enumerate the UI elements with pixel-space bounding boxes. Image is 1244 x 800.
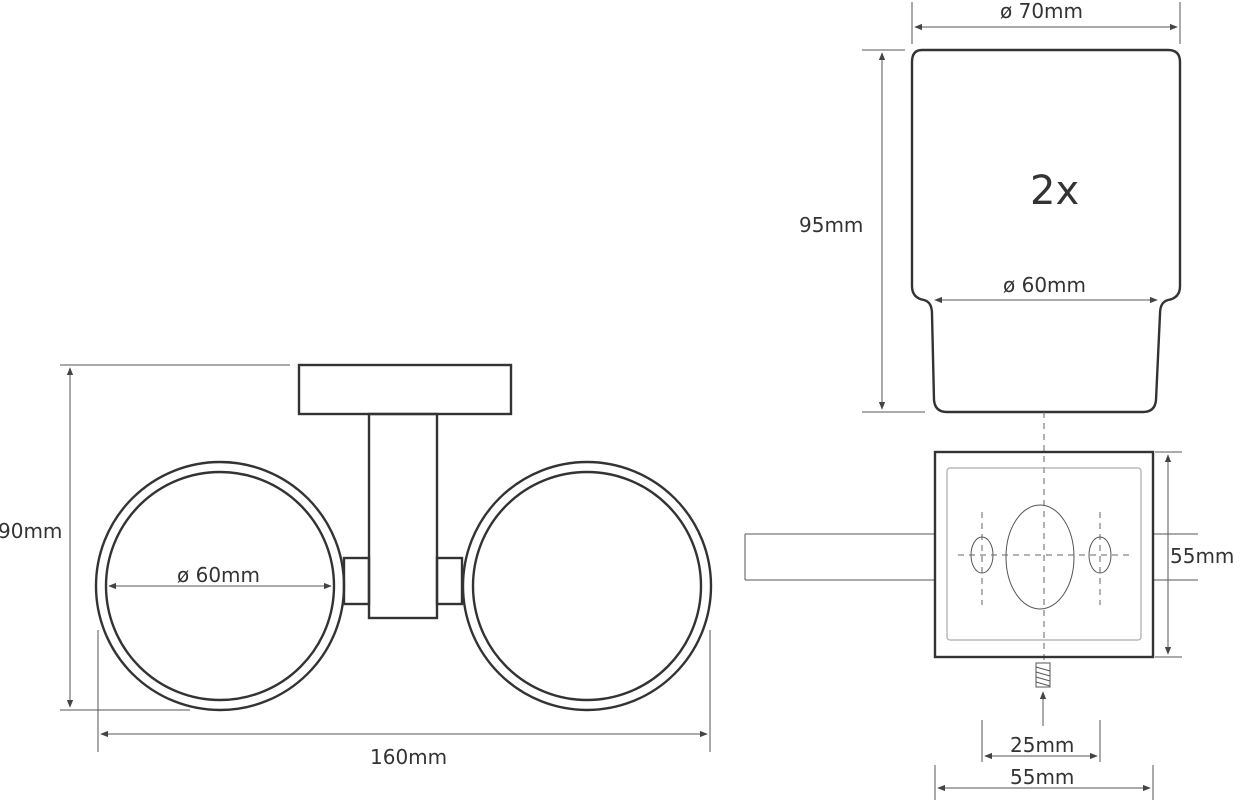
- right-connector: [435, 556, 464, 606]
- mounting-plate-inner: [946, 467, 1142, 641]
- cup-height-label: 95mm: [799, 213, 863, 237]
- cup-height-dimension: 95mm: [799, 49, 925, 413]
- cup-top-diameter-dimension: ø 70mm: [911, 0, 1181, 44]
- quantity-label: 2x: [1030, 168, 1079, 214]
- hole-spacing-label: 25mm: [1010, 733, 1074, 757]
- ring-diameter-label: ø 60mm: [177, 563, 260, 587]
- center-oval-hole: [1005, 504, 1075, 610]
- right-ring: [461, 460, 713, 712]
- mounting-plate: [933, 450, 1155, 659]
- ring-diameter-dimension: ø 60mm: [108, 563, 332, 590]
- cup-outline: [910, 48, 1182, 414]
- left-ring: [94, 460, 346, 712]
- cup-bottom-diameter-label: ø 60mm: [1003, 273, 1086, 297]
- mount-height-dimension: 55mm: [1155, 451, 1234, 658]
- side-arm: [744, 533, 1198, 581]
- cup-bottom-diameter-dimension: ø 60mm: [934, 273, 1158, 304]
- width-dimension: 160mm: [97, 630, 711, 769]
- height-dimension: 90mm: [0, 364, 290, 711]
- cup-top-diameter-label: ø 70mm: [1000, 0, 1083, 23]
- set-screw: [1035, 662, 1051, 726]
- mount-width-label: 55mm: [1010, 765, 1074, 789]
- height-label: 90mm: [0, 519, 62, 543]
- side-view: 90mm 160mm ø 60mm: [0, 363, 713, 769]
- width-label: 160mm: [370, 745, 447, 769]
- left-connector: [342, 556, 371, 606]
- hole-spacing-dimension: 25mm: [981, 720, 1101, 762]
- mount-height-label: 55mm: [1170, 544, 1234, 568]
- mount-view: 55mm 25mm 55mm: [744, 412, 1234, 800]
- support-stem: [367, 412, 439, 620]
- cup-view: 2x ø 70mm ø 60mm 95mm: [799, 0, 1182, 414]
- wall-plate: [297, 363, 513, 416]
- mount-width-dimension: 55mm: [934, 765, 1154, 800]
